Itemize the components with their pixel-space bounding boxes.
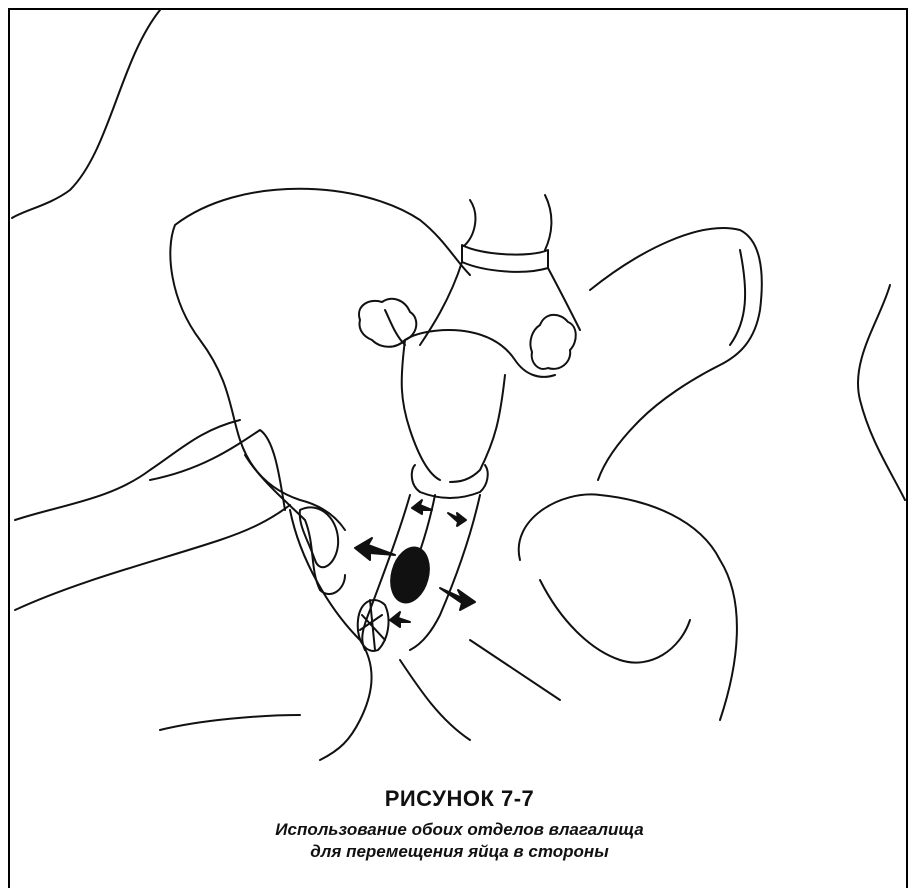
figure-caption-line-1: Использование обоих отделов влагалища	[0, 820, 919, 840]
pelvis-right-ilium	[590, 228, 762, 480]
pubic-left	[150, 430, 285, 510]
femur-left	[400, 640, 560, 740]
arrow-lower	[390, 612, 410, 627]
ovary-left	[359, 299, 416, 347]
arrow-right	[440, 588, 475, 610]
arrow-upper-right	[448, 513, 466, 526]
sacrum-lower	[420, 262, 580, 345]
arrow-upper-left	[412, 500, 432, 514]
uterus	[402, 340, 505, 482]
pelvis-illustration	[0, 0, 919, 780]
figure-caption-line-2: для перемещения яйца в стороны	[0, 842, 919, 862]
vertebra	[462, 245, 548, 272]
thigh-contour-left-lower	[15, 505, 290, 610]
pelvis-right-inner	[730, 250, 745, 345]
body-contour-left	[12, 10, 160, 218]
egg	[385, 543, 434, 606]
ovary-right	[530, 315, 575, 369]
body-contour-right	[858, 285, 905, 500]
pelvic-floor	[160, 510, 372, 760]
sacrum	[465, 195, 551, 250]
figure-title: РИСУНОК 7-7	[0, 786, 919, 812]
fallopian-tube-left-2	[385, 310, 405, 345]
pelvis-left-ilium	[170, 189, 470, 530]
thigh-contour-left	[15, 420, 240, 520]
hip-joint-right	[519, 494, 737, 720]
